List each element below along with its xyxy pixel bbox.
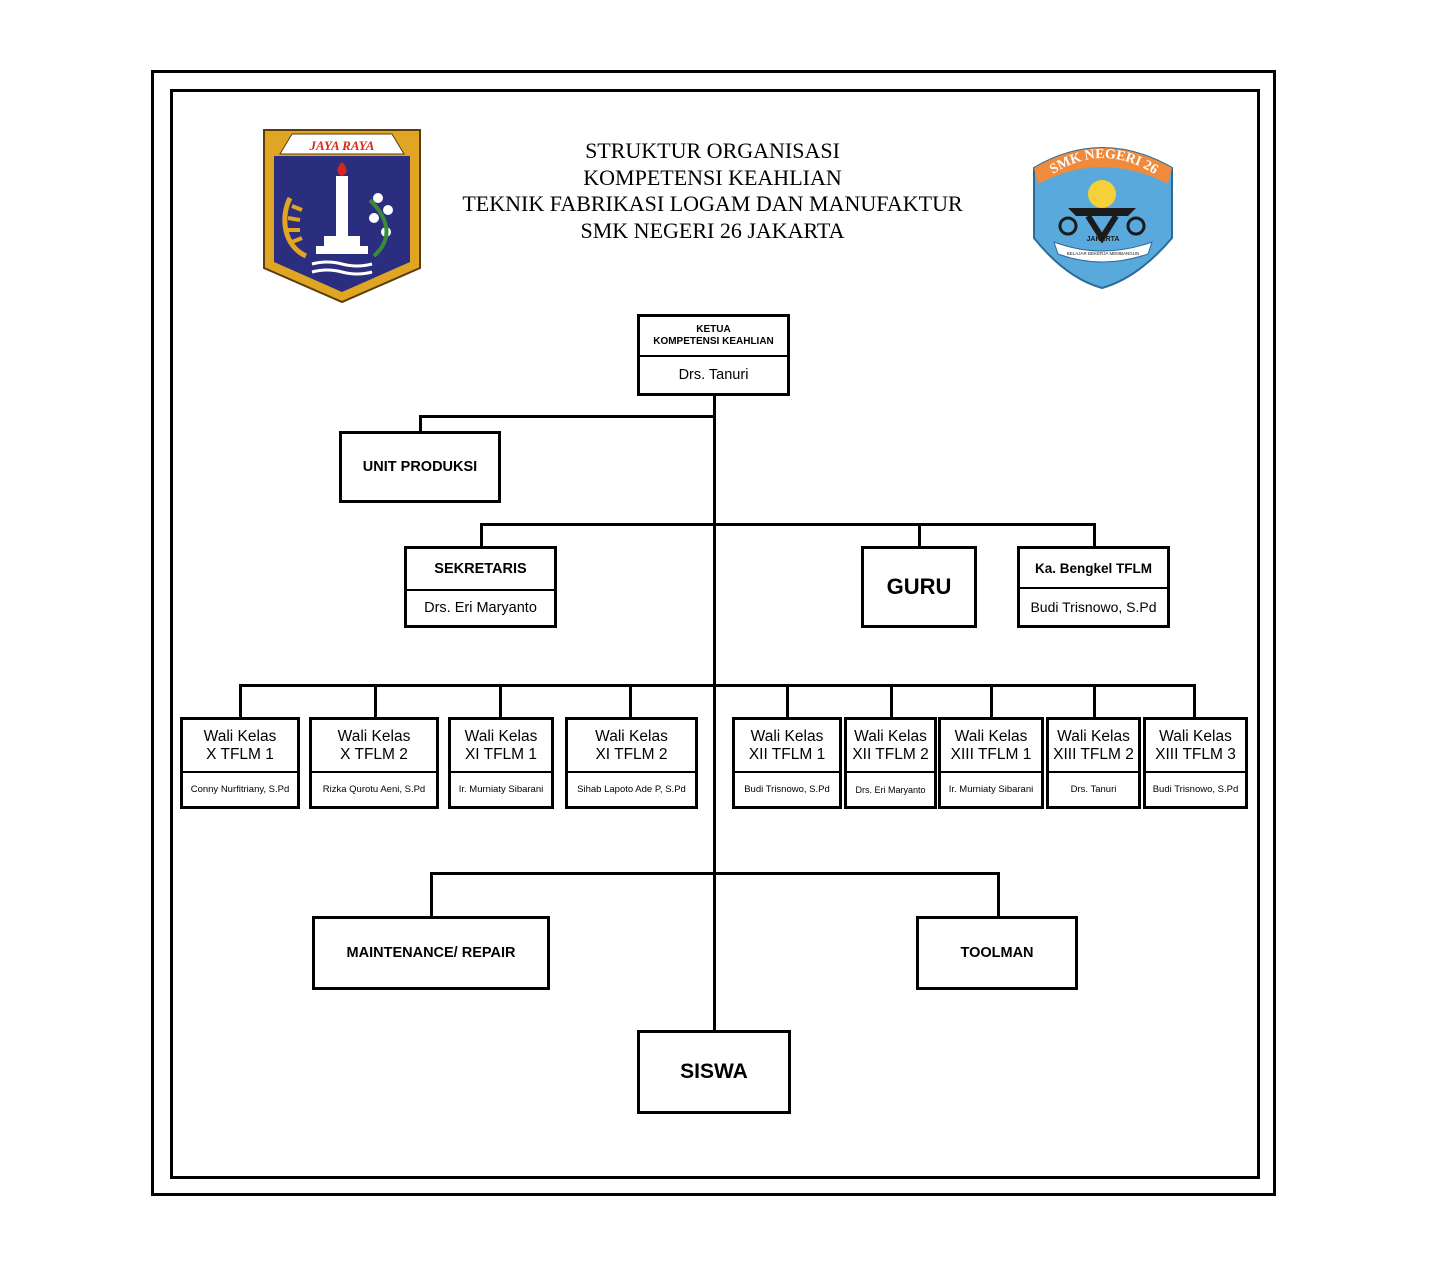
wali-kelas-xi-tflm-2-box: Wali Kelas XI TFLM 2 Sihab Lapoto Ade P,… <box>565 717 698 809</box>
unit-produksi-connector <box>419 415 716 418</box>
wali-kelas-xiii-tflm-1-box: Wali Kelas XIII TFLM 1 Ir. Murniaty Siba… <box>938 717 1044 809</box>
ketua-name: Drs. Tanuri <box>678 367 749 383</box>
wali-kelas-title: Wali Kelas XII TFLM 1 <box>735 720 839 771</box>
wali-kelas-connector <box>239 684 1196 687</box>
wali-kelas-name: Drs. Eri Maryanto <box>855 784 926 795</box>
ka-bengkel-drop <box>1093 523 1096 548</box>
wali-kelas-name: Drs. Tanuri <box>1070 784 1117 795</box>
wali-kelas-label: Wali Kelas <box>1057 727 1130 745</box>
wali-kelas-name: Budi Trisnowo, S.Pd <box>1152 784 1239 795</box>
staff-level-connector <box>480 523 1096 526</box>
wali-kelas-xiii-tflm-2-box: Wali Kelas XIII TFLM 2 Drs. Tanuri <box>1046 717 1141 809</box>
wali-kelas-xi-tflm-1-box: Wali Kelas XI TFLM 1 Ir. Murniaty Sibara… <box>448 717 554 809</box>
wali-kelas-label: Wali Kelas <box>464 727 538 745</box>
wali-kelas-drop-8 <box>1093 684 1096 719</box>
wali-kelas-class: XII TFLM 1 <box>748 745 826 763</box>
toolman-drop <box>997 872 1000 918</box>
smk-logo-motto-text: BELAJAR BEKERJA MEMBANGUN <box>1067 251 1140 256</box>
wali-kelas-label: Wali Kelas <box>750 727 824 745</box>
wali-kelas-name: Rizka Qurotu Aeni, S.Pd <box>322 784 426 795</box>
wali-kelas-label: Wali Kelas <box>203 727 277 745</box>
wali-kelas-drop-3 <box>499 684 502 719</box>
title-line-3: TEKNIK FABRIKASI LOGAM DAN MANUFAKTUR <box>462 191 963 216</box>
ketua-role-line-2: KOMPETENSI KEAHLIAN <box>653 336 774 347</box>
jakarta-banner-text: JAYA RAYA <box>309 138 375 153</box>
smk-logo-ribbon-text: JAKARTA <box>1087 236 1120 243</box>
wali-kelas-name: Conny Nurfitriany, S.Pd <box>190 784 290 795</box>
ketua-role-line-1: KETUA <box>696 324 731 335</box>
title-line-1: STRUKTUR ORGANISASI <box>585 138 840 163</box>
wali-kelas-label: Wali Kelas <box>595 727 668 745</box>
unit-produksi-box: UNIT PRODUKSI <box>339 431 501 503</box>
wali-kelas-title: Wali Kelas XIII TFLM 2 <box>1049 720 1138 771</box>
title-line-2: KOMPETENSI KEAHLIAN <box>583 164 842 190</box>
wali-kelas-drop-9 <box>1193 684 1196 719</box>
wali-kelas-x-tflm-1-box: Wali Kelas X TFLM 1 Conny Nurfitriany, S… <box>180 717 300 809</box>
wali-kelas-title: Wali Kelas XIII TFLM 1 <box>941 720 1041 771</box>
ketua-role: KETUA KOMPETENSI KEAHLIAN <box>640 317 787 355</box>
main-trunk-line <box>713 394 716 1032</box>
ka-bengkel-box: Ka. Bengkel TFLM Budi Trisnowo, S.Pd <box>1017 546 1170 628</box>
guru-drop <box>918 523 921 548</box>
sekretaris-box: SEKRETARIS Drs. Eri Maryanto <box>404 546 557 628</box>
guru-box: GURU <box>861 546 977 628</box>
wali-kelas-x-tflm-2-box: Wali Kelas X TFLM 2 Rizka Qurotu Aeni, S… <box>309 717 439 809</box>
wali-kelas-title: Wali Kelas X TFLM 1 <box>183 720 297 771</box>
ka-bengkel-role: Ka. Bengkel TFLM <box>1034 560 1152 576</box>
wali-kelas-title: Wali Kelas XI TFLM 1 <box>451 720 551 771</box>
wali-kelas-xii-tflm-1-box: Wali Kelas XII TFLM 1 Budi Trisnowo, S.P… <box>732 717 842 809</box>
title-line-4: SMK NEGERI 26 JAKARTA <box>580 217 845 243</box>
wali-kelas-class: XIII TFLM 3 <box>1155 745 1236 763</box>
wali-kelas-xiii-tflm-3-box: Wali Kelas XIII TFLM 3 Budi Trisnowo, S.… <box>1143 717 1248 809</box>
wali-kelas-class: XII TFLM 2 <box>852 745 929 763</box>
maintenance-repair-box: MAINTENANCE/ REPAIR <box>312 916 550 990</box>
siswa-box: SISWA <box>637 1030 791 1114</box>
unit-produksi-drop <box>419 415 422 433</box>
wali-kelas-name: Budi Trisnowo, S.Pd <box>744 784 830 795</box>
wali-kelas-label: Wali Kelas <box>337 727 411 745</box>
wali-kelas-drop-4 <box>629 684 632 719</box>
jakarta-emblem-logo: JAYA RAYA <box>262 128 422 304</box>
wali-kelas-class: XI TFLM 2 <box>595 745 668 763</box>
wali-kelas-title: Wali Kelas XI TFLM 2 <box>568 720 695 771</box>
wali-kelas-class: X TFLM 2 <box>340 745 408 763</box>
wali-kelas-class: X TFLM 1 <box>206 745 274 763</box>
wali-kelas-drop-6 <box>890 684 893 719</box>
inner-frame <box>170 89 1260 1179</box>
wali-kelas-xii-tflm-2-box: Wali Kelas XII TFLM 2 Drs. Eri Maryanto <box>844 717 937 809</box>
wali-kelas-title: Wali Kelas XII TFLM 2 <box>847 720 934 771</box>
wali-kelas-class: XI TFLM 1 <box>464 745 538 763</box>
smk-negeri-26-logo: SMK NEGERI 26 JAKARTA BELAJAR BEKERJA ME… <box>1028 138 1178 290</box>
wali-kelas-title: Wali Kelas XIII TFLM 3 <box>1146 720 1245 771</box>
wali-kelas-name: Sihab Lapoto Ade P, S.Pd <box>577 784 686 795</box>
wali-kelas-label: Wali Kelas <box>954 727 1028 745</box>
sekretaris-name: Drs. Eri Maryanto <box>424 600 537 616</box>
wali-kelas-name: Ir. Murniaty Sibarani <box>458 784 544 795</box>
sekretaris-drop <box>480 523 483 548</box>
outer-frame <box>151 70 1276 1196</box>
wali-kelas-name: Ir. Murniaty Sibarani <box>948 784 1034 795</box>
wali-kelas-title: Wali Kelas X TFLM 2 <box>312 720 436 771</box>
ka-bengkel-name: Budi Trisnowo, S.Pd <box>1030 599 1157 615</box>
maintenance-drop <box>430 872 433 918</box>
toolman-box: TOOLMAN <box>916 916 1078 990</box>
wali-kelas-class: XIII TFLM 1 <box>950 745 1032 763</box>
ketua-box: KETUA KOMPETENSI KEAHLIAN Drs. Tanuri <box>637 314 790 396</box>
wali-kelas-drop-7 <box>990 684 993 719</box>
wali-kelas-label: Wali Kelas <box>1159 727 1232 745</box>
wali-kelas-drop-2 <box>374 684 377 719</box>
support-staff-connector <box>430 872 1000 875</box>
wali-kelas-drop-5 <box>786 684 789 719</box>
wali-kelas-class: XIII TFLM 2 <box>1053 745 1134 763</box>
wali-kelas-label: Wali Kelas <box>854 727 927 745</box>
wali-kelas-drop-1 <box>239 684 242 719</box>
sekretaris-role: SEKRETARIS <box>434 561 527 577</box>
chart-title: STRUKTUR ORGANISASI KOMPETENSI KEAHLIAN … <box>420 138 1005 244</box>
